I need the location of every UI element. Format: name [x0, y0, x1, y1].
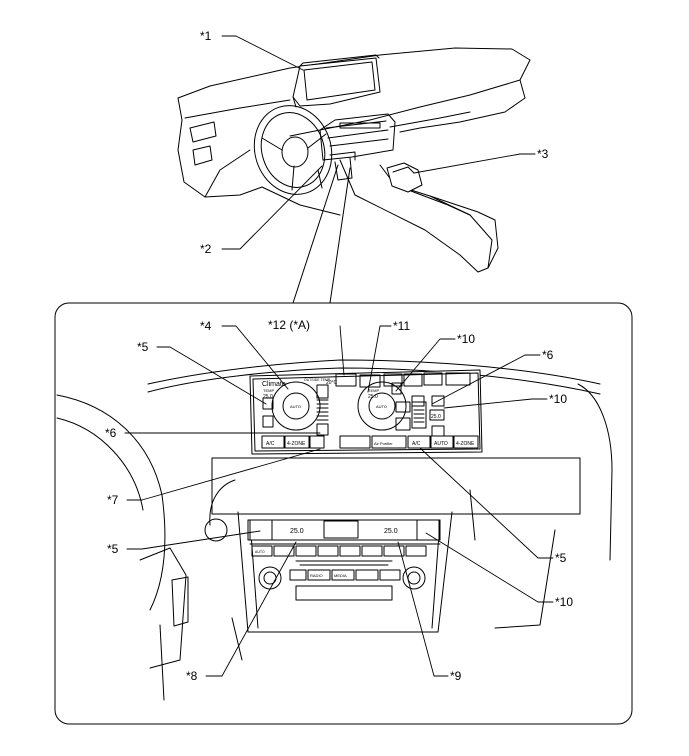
leader-c5-left-bottom	[126, 530, 261, 550]
ac-left-button: A/C	[266, 441, 275, 447]
four-zone-right-button: 4-ZONE	[456, 441, 475, 447]
temp-label-right: TEMP	[368, 388, 379, 393]
air-purifier-button: Air Purifier	[374, 441, 393, 446]
callout-2: *2	[200, 242, 212, 256]
leader-c3	[413, 153, 536, 174]
leader-c10-mid	[443, 398, 548, 409]
callout-6-left: *6	[105, 426, 117, 440]
panel-temp-left: 25.0	[290, 528, 304, 535]
callout-11: *11	[393, 319, 411, 333]
leader-c5-right	[419, 447, 554, 559]
leader-c11	[367, 325, 392, 393]
callout-3: *3	[537, 147, 549, 161]
panel-radio: RADIO	[310, 573, 323, 578]
auto-right: AUTO	[376, 404, 387, 409]
leader-c2	[221, 165, 323, 250]
callout-6-right: *6	[542, 348, 554, 362]
screen-title: Climate	[262, 381, 286, 388]
leader-c6-right	[431, 354, 541, 405]
auto-rear-button: AUTO	[434, 441, 448, 447]
leader-c12	[339, 325, 345, 376]
leader-c4	[221, 325, 289, 390]
callout-9: *9	[450, 669, 462, 683]
leader-c5-left-top	[156, 346, 267, 405]
temp-label-left: TEMP	[263, 388, 274, 393]
center-console	[339, 159, 499, 273]
callout-4: *4	[200, 319, 212, 333]
callout-12: *12 (*A)	[268, 318, 311, 332]
detail-frame	[54, 302, 633, 725]
center-stack	[319, 113, 396, 181]
callout-5-left-bottom: *5	[107, 542, 119, 556]
leader-c10-bottom	[425, 532, 554, 603]
ac-right-button: A/C	[412, 441, 421, 447]
leader-c9	[397, 541, 449, 677]
leader-lines	[124, 35, 554, 677]
leader-c10-top	[395, 338, 456, 392]
callout-5-right: *5	[555, 551, 567, 565]
temp-left-value: 25.0	[263, 394, 273, 400]
display-unit	[292, 54, 381, 108]
callout-8: *8	[186, 669, 198, 683]
outside-temp-value: 20°C	[326, 380, 338, 386]
outside-temp-label: OUTSIDE TEMP	[304, 378, 331, 382]
instrument-panel-detail	[56, 359, 613, 701]
panel-media: MEDIA	[334, 573, 347, 578]
temp-right-value: 25.0	[368, 394, 378, 400]
leader-c8	[205, 541, 297, 677]
four-zone-left-button: 4-ZONE	[287, 441, 306, 447]
leader-c7	[126, 448, 321, 501]
lower-control-panel	[247, 519, 441, 601]
zoom-line-left	[292, 164, 339, 304]
rear-temp-value: 25.0	[431, 414, 441, 420]
steering-wheel	[253, 105, 333, 195]
dashboard-overview	[177, 47, 531, 273]
callout-1: *1	[200, 29, 212, 43]
callout-10-top: *10	[457, 332, 476, 346]
panel-auto: AUTO	[255, 550, 265, 554]
shift-lever	[386, 162, 423, 193]
callout-7: *7	[107, 493, 119, 507]
zoom-line-right	[329, 167, 351, 304]
callout-5-left-top: *5	[137, 340, 149, 354]
leader-c1	[221, 35, 304, 71]
callout-10-mid: *10	[549, 392, 568, 406]
panel-temp-right: 25.0	[384, 528, 398, 535]
callout-10-bottom: *10	[555, 595, 574, 609]
auto-left: AUTO	[290, 404, 301, 409]
